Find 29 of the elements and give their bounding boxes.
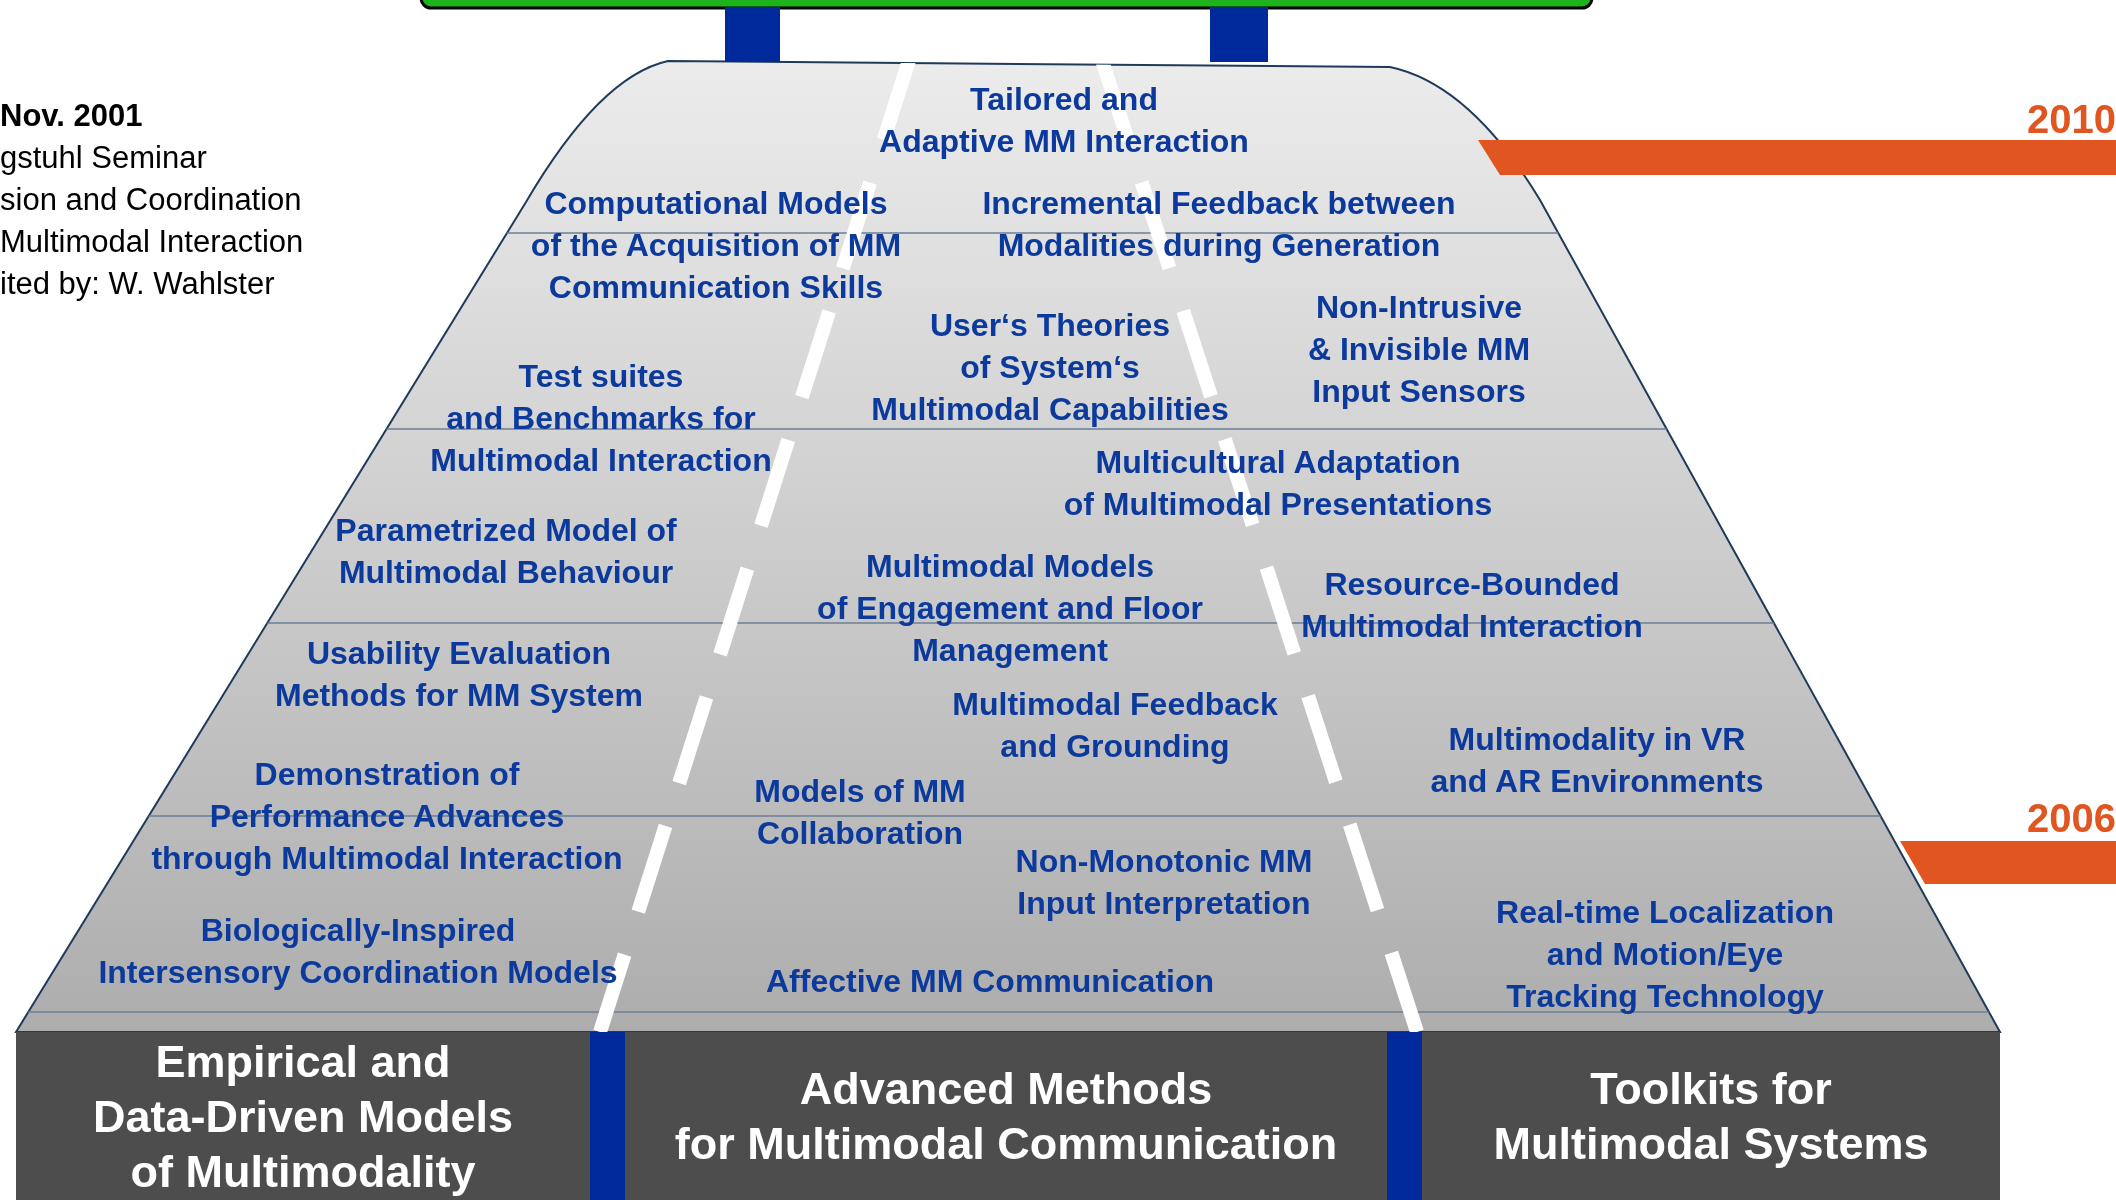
research-topic-label: Multimodal Feedback and Grounding (952, 685, 1278, 766)
foundation-box: Empirical and Data-Driven Models of Multimodality (16, 1032, 590, 1200)
note-text: gstuhl Seminar (0, 139, 207, 177)
research-topic-label: Multimodality in VR and AR Environments (1430, 720, 1764, 801)
research-topic-label: Non-Intrusive & Invisible MM Input Sensors (1307, 288, 1531, 411)
research-topic-label: Parametrized Model of Multimodal Behaviour (335, 511, 677, 592)
research-topic-label: Multimodal Models of Engagement and Floor Management (817, 547, 1203, 670)
note-text: Nov. 2001 (0, 97, 143, 135)
research-topic-label: Usability Evaluation Methods for MM System (275, 634, 643, 715)
research-topic-label: Models of MM Collaboration (754, 772, 966, 853)
research-topic-label: Resource-Bounded Multimodal Interaction (1301, 565, 1643, 646)
research-topic-label: Test suites and Benchmarks for Multimodal Interaction (430, 357, 772, 480)
foundation-box: Advanced Methods for Multimodal Communication (625, 1032, 1387, 1200)
research-topic-label: Real-time Localization and Motion/Eye Tracking Technology (1496, 893, 1834, 1016)
note-text: ited by: W. Wahlster (0, 265, 275, 303)
note-text: Multimodal Interaction (0, 223, 304, 261)
research-topic-label: Non-Monotonic MM Input Interpretation (1015, 842, 1313, 923)
research-topic-label: Multicultural Adaptation of Multimodal Presentations (1063, 443, 1493, 524)
research-topic-label: Incremental Feedback between Modalities during Generation (982, 184, 1456, 265)
year-label: 2006 (2027, 796, 2116, 840)
foundation-box: Toolkits for Multimodal Systems (1422, 1032, 2000, 1200)
note-text: sion and Coordination (0, 181, 302, 219)
research-topic-label: Biologically-Inspired Intersensory Coordination Models (98, 911, 618, 992)
research-topic-label: Affective MM Communication (766, 962, 1214, 1001)
research-topic-label: Computational Models of the Acquisition of MM Communication Skills (530, 184, 902, 307)
research-topic-label: Demonstration of Performance Advances through Multimodal Interaction (151, 755, 623, 878)
research-topic-label: Tailored and Adaptive MM Interaction (879, 80, 1249, 161)
research-topic-label: User‘s Theories of System‘s Multimodal Capabilities (871, 306, 1229, 429)
year-label: 2010 (2027, 97, 2116, 141)
